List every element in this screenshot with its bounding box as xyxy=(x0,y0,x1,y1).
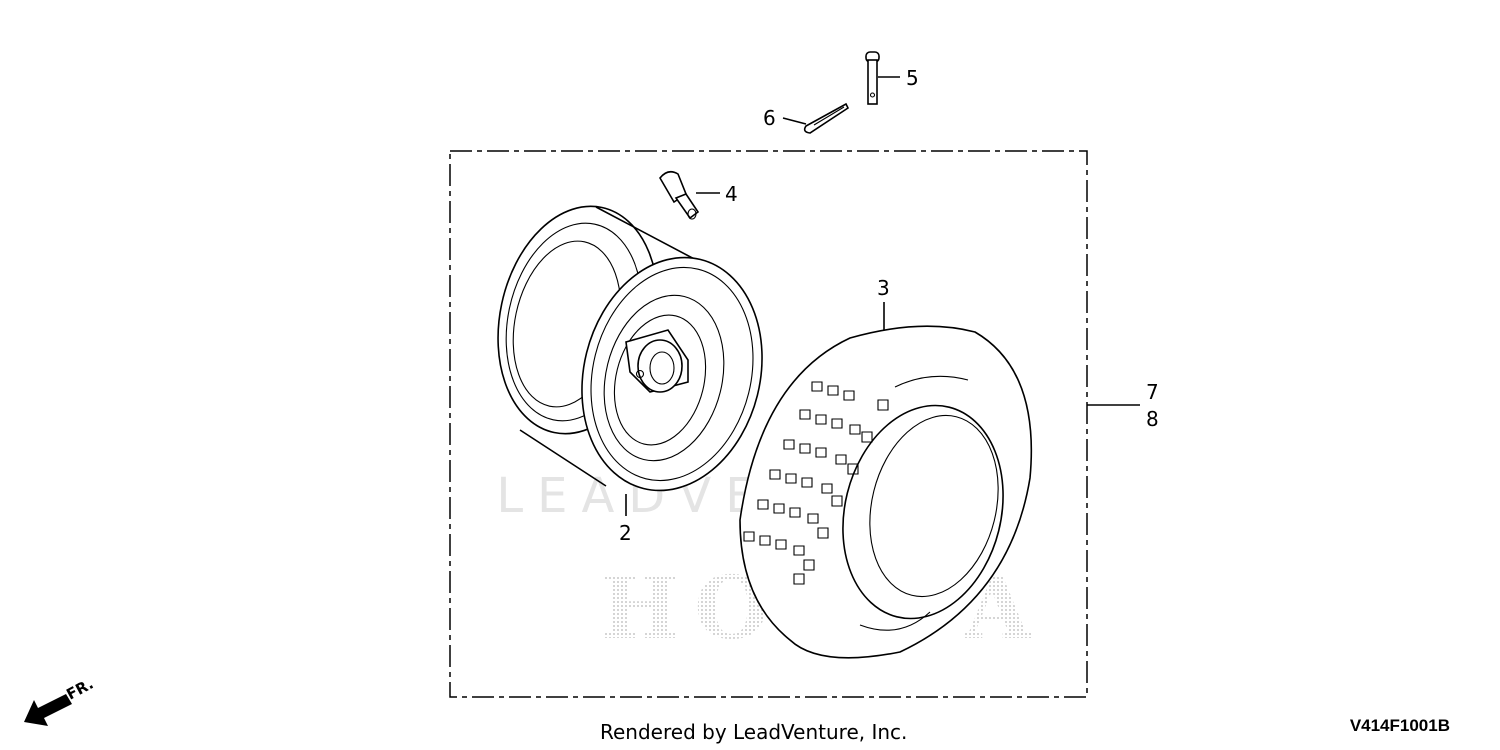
callout-5[interactable]: 5 xyxy=(906,66,919,90)
footer-credit: Rendered by LeadVenture, Inc. xyxy=(600,720,907,744)
valve-stem-drawing xyxy=(659,170,700,220)
callout-8[interactable]: 8 xyxy=(1146,407,1159,431)
diagram-code: V414F1001B xyxy=(1350,716,1450,735)
clevis-pin-drawing xyxy=(865,51,880,105)
cotter-pin-drawing xyxy=(803,102,850,134)
leader-lines xyxy=(625,76,1140,516)
callout-4[interactable]: 4 xyxy=(725,182,738,206)
callout-7[interactable]: 7 xyxy=(1146,380,1159,404)
tire-drawing xyxy=(739,325,1033,659)
callout-6[interactable]: 6 xyxy=(763,106,776,130)
callout-2[interactable]: 2 xyxy=(619,521,632,545)
wheel-rim-drawing xyxy=(497,205,763,492)
callout-3[interactable]: 3 xyxy=(877,276,890,300)
assembly-boundary xyxy=(449,150,1088,698)
front-direction-arrow-icon xyxy=(24,694,72,726)
